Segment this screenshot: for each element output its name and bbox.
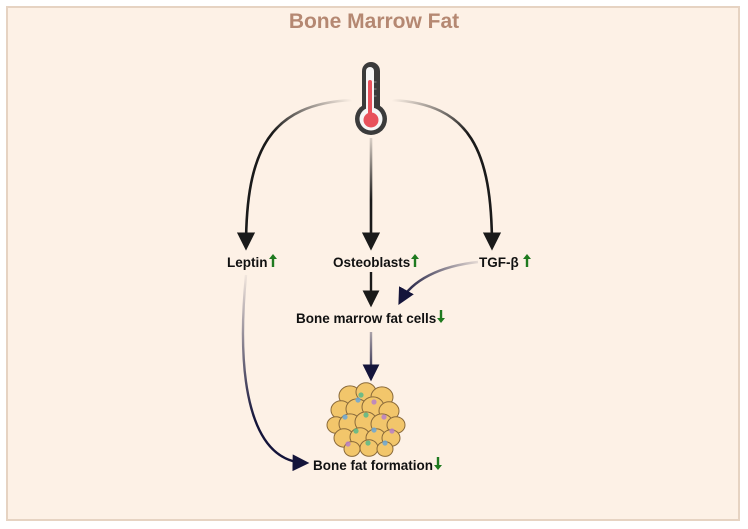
stromal-cell-dot bbox=[342, 414, 348, 420]
diagram-title: Bone Marrow Fat bbox=[288, 10, 460, 33]
edge-heat-to-tgf bbox=[391, 98, 502, 251]
node-bone-marrow-fat-cells: Bone marrow fat cells bbox=[296, 310, 446, 326]
stromal-cell-dot bbox=[355, 397, 361, 403]
node-bone-fat-formation-label: Bone fat formation bbox=[313, 457, 433, 473]
thermometer-icon bbox=[355, 62, 387, 135]
stromal-cell-dot bbox=[345, 441, 351, 447]
stromal-cell-dot bbox=[371, 427, 377, 433]
up-arrow-icon bbox=[268, 254, 277, 270]
down-arrow-icon bbox=[437, 310, 446, 326]
node-bone-marrow-fat-cells-label: Bone marrow fat cells bbox=[296, 310, 437, 326]
edge-leptin-to-formation bbox=[241, 274, 310, 472]
edge-heat-to-leptin bbox=[236, 98, 353, 251]
stromal-cell-dot bbox=[363, 412, 369, 418]
down-arrow-icon bbox=[434, 457, 442, 473]
stromal-cell-dot bbox=[353, 428, 359, 434]
stromal-cell-dot bbox=[381, 414, 387, 420]
node-tgf-beta-label: TGF-β bbox=[479, 254, 519, 270]
node-leptin-label: Leptin bbox=[227, 254, 268, 270]
node-osteoblasts: Osteoblasts bbox=[333, 254, 420, 270]
stromal-cell-dot bbox=[358, 392, 364, 398]
node-leptin: Leptin bbox=[227, 254, 277, 270]
adipocyte-cluster-icon bbox=[326, 382, 406, 457]
node-tgf-beta: TGF-β bbox=[479, 254, 531, 270]
node-osteoblasts-label: Osteoblasts bbox=[333, 254, 411, 270]
up-arrow-icon bbox=[411, 254, 420, 270]
stromal-cell-dot bbox=[389, 428, 395, 434]
stromal-cell-dot bbox=[382, 440, 388, 446]
up-arrow-icon bbox=[522, 254, 531, 270]
node-bone-fat-formation: Bone fat formation bbox=[313, 457, 442, 473]
stromal-cell-dot bbox=[365, 440, 371, 446]
edge-tgf-to-fatcells bbox=[398, 260, 479, 305]
stromal-cell-dot bbox=[371, 399, 377, 405]
